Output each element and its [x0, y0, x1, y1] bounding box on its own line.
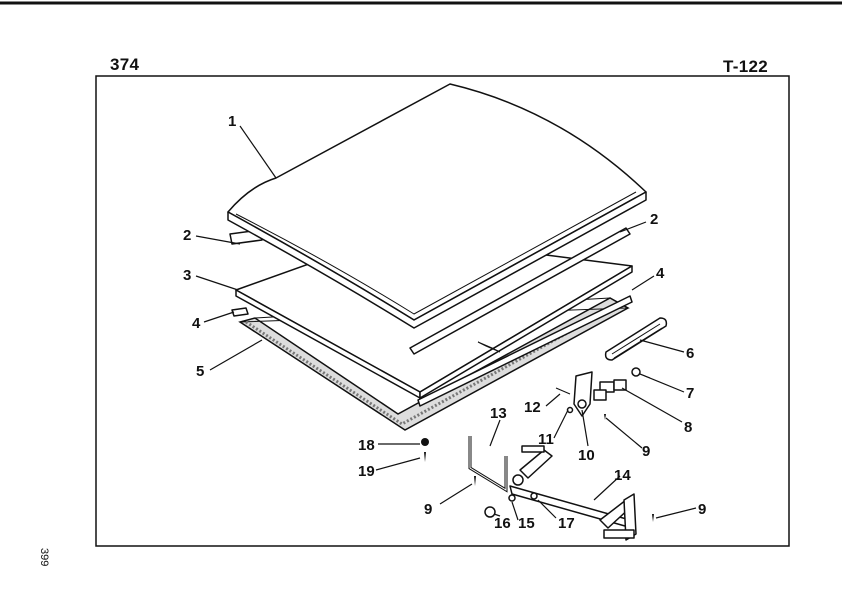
- callout-3: 3: [183, 267, 191, 284]
- callout-1: 1: [228, 113, 236, 130]
- part-17-screw: [530, 492, 538, 500]
- callout-2-right: 2: [650, 211, 658, 228]
- callout-5: 5: [196, 363, 204, 380]
- leader-lines: [195, 125, 697, 521]
- part-2-rail-right: [409, 227, 631, 355]
- drawing-frame: [95, 75, 790, 547]
- part-9-screw-a: [474, 476, 476, 486]
- part-16-nut: [484, 506, 496, 518]
- callout-9-left: 9: [424, 501, 432, 518]
- part-15-washer: [508, 494, 516, 502]
- part-12-pin: [555, 387, 571, 395]
- part-14-lever-frame: [509, 445, 637, 541]
- callout-2-left: 2: [183, 227, 191, 244]
- callout-19: 19: [358, 463, 375, 480]
- callout-14: 14: [614, 467, 631, 484]
- callout-7: 7: [686, 385, 694, 402]
- callout-17: 17: [558, 515, 575, 532]
- callout-15: 15: [518, 515, 535, 532]
- callout-9-right: 9: [698, 501, 706, 518]
- callout-18: 18: [358, 437, 375, 454]
- part-6-rail: [604, 317, 668, 361]
- page-number: 374: [110, 55, 140, 74]
- part-9-screw-c: [652, 514, 654, 522]
- callout-11: 11: [538, 431, 554, 448]
- callout-16: 16: [494, 515, 511, 532]
- part-19-screw: [424, 452, 426, 462]
- callout-12: 12: [524, 399, 541, 416]
- callout-4-left: 4: [192, 315, 201, 332]
- part-4-strip-left: [231, 307, 249, 317]
- part-8-bracket: [599, 379, 627, 393]
- reference-code: T-122: [723, 57, 768, 76]
- part-1-roof-panel: [227, 83, 647, 329]
- part-4-strip-right: [417, 295, 633, 407]
- part-9-screw-b: [604, 414, 606, 420]
- part-11-washer: [566, 406, 574, 414]
- callout-8: 8: [684, 419, 692, 436]
- callout-10: 10: [578, 447, 595, 464]
- callout-6: 6: [686, 345, 694, 362]
- part-10-hinge: [573, 371, 607, 417]
- part-18-nut: [421, 438, 429, 446]
- callout-4-right: 4: [656, 265, 665, 282]
- callout-13: 13: [490, 405, 507, 422]
- callout-9-mid: 9: [642, 443, 650, 460]
